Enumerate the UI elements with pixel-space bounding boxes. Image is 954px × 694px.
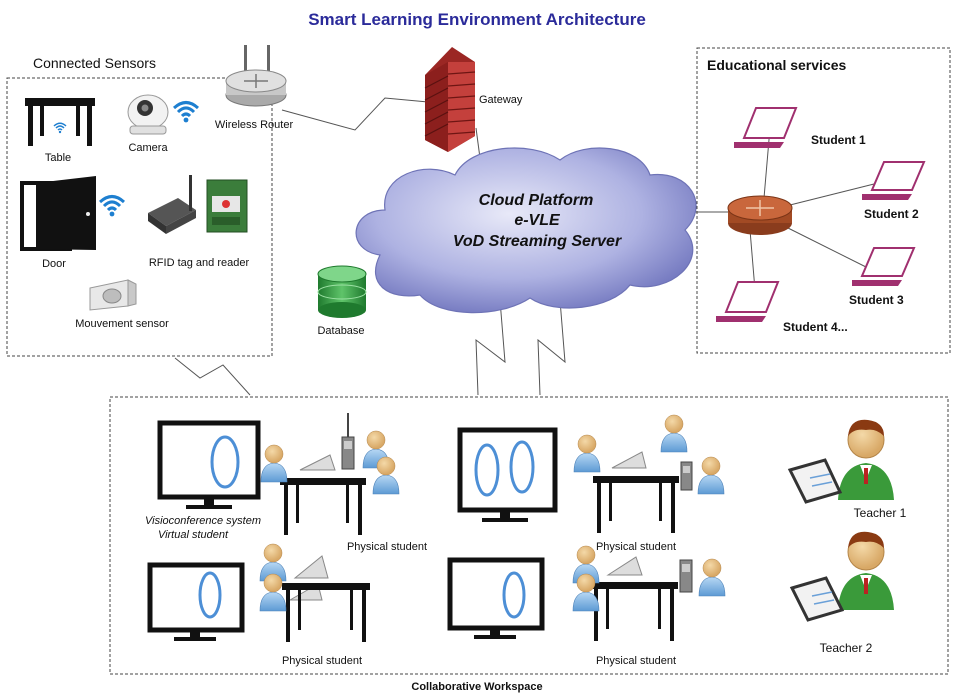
virtual-student-screen-3-icon xyxy=(147,562,245,641)
teacher-1-icon xyxy=(787,419,894,504)
table-label: Table xyxy=(45,152,71,164)
door-label: Door xyxy=(42,258,66,270)
cloud-line-1: Cloud Platform xyxy=(479,192,594,209)
network-links xyxy=(174,97,879,396)
desk-1-icon xyxy=(280,454,366,535)
door-icon xyxy=(20,176,96,251)
student-2-laptop-icon xyxy=(862,161,926,200)
cloud-line-3: VoD Streaming Server xyxy=(453,233,622,250)
services-router-icon xyxy=(727,195,793,235)
visioconference-label: Visioconference system xyxy=(145,515,261,527)
virtual-students-screen-icon xyxy=(457,427,558,522)
student-person-icon-6 xyxy=(697,456,725,495)
student-4-label: Student 4... xyxy=(783,320,848,334)
table-icon xyxy=(25,98,95,146)
student-1-label: Student 1 xyxy=(811,133,866,147)
educational-services-heading: Educational services xyxy=(707,57,847,73)
cloud-platform-shape xyxy=(355,147,697,314)
student-person-icon-5 xyxy=(660,414,688,453)
student-2-label: Student 2 xyxy=(864,207,919,221)
visioconference-screen-icon xyxy=(157,420,261,509)
student-4-laptop-icon xyxy=(716,281,780,322)
desk-3-icon xyxy=(282,555,370,642)
diagram-title: Smart Learning Environment Architecture xyxy=(308,10,646,29)
motion-sensor-icon xyxy=(89,279,137,311)
phone-3-icon xyxy=(679,559,693,593)
physical-student-label-4: Physical student xyxy=(596,655,676,667)
student-3-label: Student 3 xyxy=(849,293,904,307)
phone-2-icon xyxy=(680,461,693,491)
rfid-tag-icon xyxy=(206,179,248,233)
student-person-icon-4 xyxy=(573,434,601,473)
connected-sensors-panel xyxy=(6,77,273,357)
teacher-2-label: Teacher 2 xyxy=(820,641,873,655)
educational-services-panel xyxy=(696,47,951,354)
virtual-student-label: Virtual student xyxy=(158,529,229,541)
wireless-router-label: Wireless Router xyxy=(215,119,294,131)
camera-icon xyxy=(127,94,169,135)
camera-label: Camera xyxy=(128,142,168,154)
camera-wifi-icon xyxy=(172,101,200,124)
student-person-icon-11 xyxy=(698,558,726,597)
rfid-label: RFID tag and reader xyxy=(149,257,250,269)
gateway-label: Gateway xyxy=(479,94,523,106)
connected-sensors-heading: Connected Sensors xyxy=(33,55,156,71)
database-icon xyxy=(317,265,367,318)
rfid-reader-icon xyxy=(148,175,196,234)
desk-2-icon xyxy=(593,451,679,533)
collaborative-workspace-caption: Collaborative Workspace xyxy=(411,681,542,693)
physical-student-label-3: Physical student xyxy=(282,655,362,667)
student-1-laptop-icon xyxy=(734,107,798,148)
cloud-line-2: e-VLE xyxy=(514,212,561,229)
motion-sensor-label: Mouvement sensor xyxy=(75,318,169,330)
wireless-router-icon xyxy=(225,45,287,107)
teacher-2-icon xyxy=(789,531,894,622)
physical-student-label-2: Physical student xyxy=(596,541,676,553)
door-wifi-icon xyxy=(98,195,126,218)
phone-1-icon xyxy=(341,413,355,470)
student-3-laptop-icon xyxy=(852,247,916,286)
virtual-student-screen-4-icon xyxy=(447,557,545,639)
physical-student-label-1: Physical student xyxy=(347,541,427,553)
teacher-1-label: Teacher 1 xyxy=(854,506,907,520)
collaborative-workspace-panel xyxy=(109,396,949,675)
gateway-firewall-icon xyxy=(424,47,476,152)
student-person-icon-1 xyxy=(260,444,288,483)
database-label: Database xyxy=(317,325,364,337)
desk-4-icon xyxy=(590,556,678,641)
